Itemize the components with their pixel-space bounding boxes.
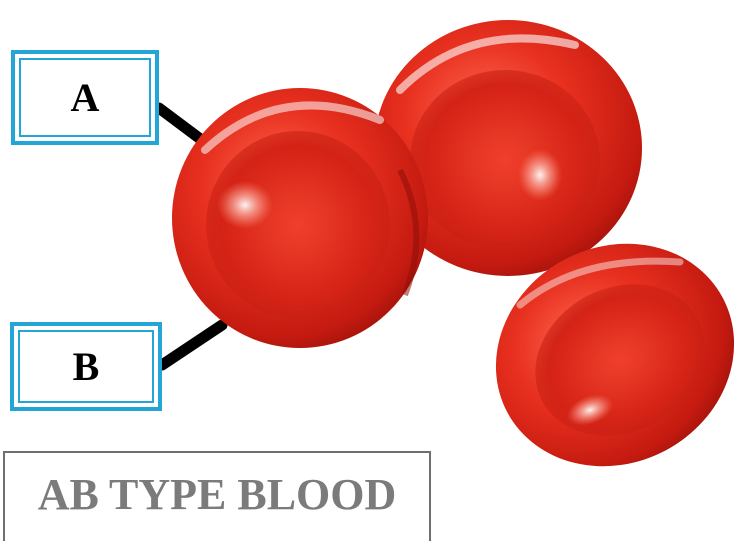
label-b-text: B: [73, 343, 100, 390]
diagram-title: AB TYPE BLOOD: [38, 469, 397, 520]
leader-line-b: [162, 325, 222, 365]
title-box: AB TYPE BLOOD: [3, 451, 431, 541]
label-box-a: A: [11, 50, 159, 145]
label-box-b: B: [10, 322, 162, 411]
label-a-text: A: [71, 74, 100, 121]
red-blood-cell-front: [172, 88, 428, 348]
